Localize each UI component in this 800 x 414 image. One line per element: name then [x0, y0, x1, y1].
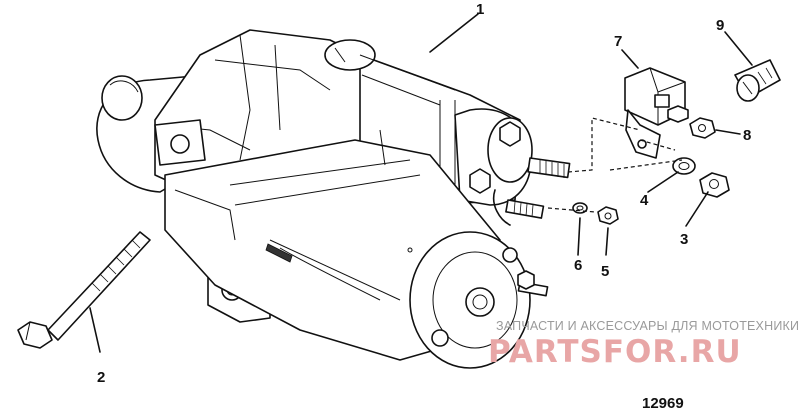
lock-washer — [672, 157, 696, 175]
assembly-dashed-line — [567, 117, 683, 173]
callouts: 1 2 3 4 5 6 7 8 9 — [97, 1, 751, 386]
callout-7: 7 — [614, 33, 622, 50]
relay-switch — [624, 67, 689, 159]
callout-9: 9 — [716, 17, 724, 34]
nut-small — [689, 117, 716, 139]
callout-1: 1 — [476, 1, 484, 18]
callout-3: 3 — [680, 231, 688, 248]
figure-number: 12969 — [642, 395, 684, 412]
starter-motor-assembly — [96, 29, 571, 369]
callout-6: 6 — [574, 257, 582, 274]
watermark-tagline: ЗАПЧАСТИ И АКСЕССУАРЫ ДЛЯ МОТОТЕХНИКИ — [496, 319, 799, 333]
callout-5: 5 — [601, 263, 609, 280]
leader-lines — [89, 13, 753, 353]
nut-medium — [597, 206, 619, 225]
watermark: ЗАПЧАСТИ И АКСЕССУАРЫ ДЛЯ МОТОТЕХНИКИ PA… — [488, 319, 799, 370]
watermark-brand: PARTSFOR.RU — [488, 334, 742, 370]
through-bolt — [17, 231, 151, 349]
callout-8: 8 — [743, 127, 751, 144]
callout-4: 4 — [640, 192, 649, 209]
screw — [734, 59, 781, 102]
nut-large — [699, 172, 730, 198]
callout-2: 2 — [97, 369, 105, 386]
